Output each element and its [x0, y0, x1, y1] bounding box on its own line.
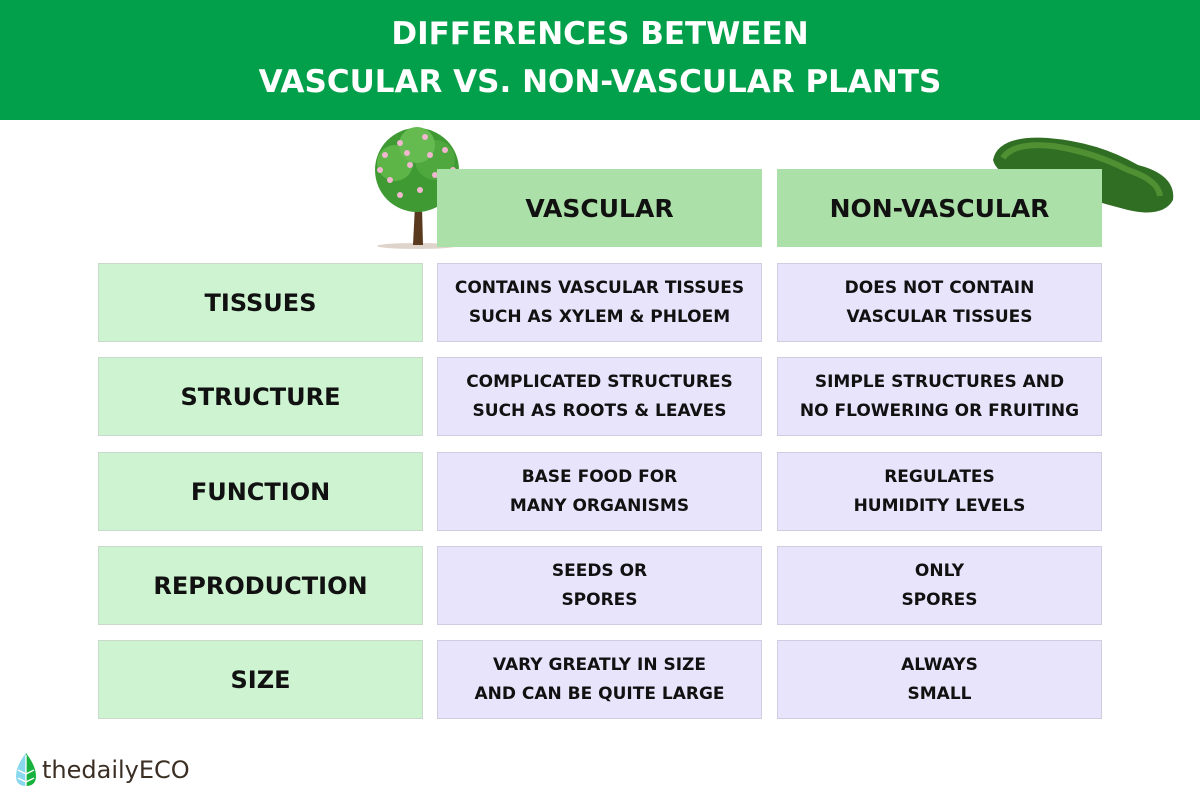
title-banner: DIFFERENCES BETWEEN VASCULAR VS. NON-VAS… — [0, 0, 1200, 120]
non-vascular-structure-cell: SIMPLE STRUCTURES AND NO FLOWERING OR FR… — [777, 357, 1102, 436]
vascular-size-cell: VARY GREATLY IN SIZE AND CAN BE QUITE LA… — [437, 640, 762, 719]
title-line-1: DIFFERENCES BETWEEN — [391, 16, 809, 52]
column-header-non-vascular: NON-VASCULAR — [777, 169, 1102, 247]
non-vascular-tissues-cell: DOES NOT CONTAIN VASCULAR TISSUES — [777, 263, 1102, 342]
column-header-vascular: VASCULAR — [437, 169, 762, 247]
leaf-drop-icon — [16, 753, 36, 786]
vascular-function-cell: BASE FOOD FOR MANY ORGANISMS — [437, 452, 762, 531]
logo-text: thedailyECO — [42, 756, 190, 784]
row-label-reproduction: REPRODUCTION — [98, 546, 423, 625]
vascular-tissues-cell: CONTAINS VASCULAR TISSUES SUCH AS XYLEM … — [437, 263, 762, 342]
non-vascular-reproduction-cell: ONLY SPORES — [777, 546, 1102, 625]
row-label-tissues: TISSUES — [98, 263, 423, 342]
title-line-2: VASCULAR VS. NON-VASCULAR PLANTS — [258, 64, 942, 100]
non-vascular-function-cell: REGULATES HUMIDITY LEVELS — [777, 452, 1102, 531]
row-label-size: SIZE — [98, 640, 423, 719]
vascular-structure-cell: COMPLICATED STRUCTURES SUCH AS ROOTS & L… — [437, 357, 762, 436]
row-label-function: FUNCTION — [98, 452, 423, 531]
vascular-reproduction-cell: SEEDS OR SPORES — [437, 546, 762, 625]
row-label-structure: STRUCTURE — [98, 357, 423, 436]
thedailyeco-logo: thedailyECO — [14, 752, 190, 788]
non-vascular-size-cell: ALWAYS SMALL — [777, 640, 1102, 719]
